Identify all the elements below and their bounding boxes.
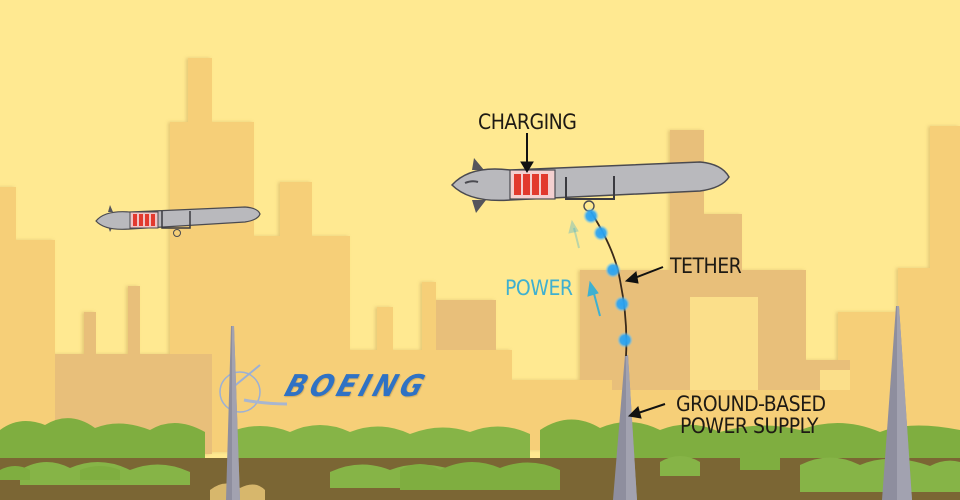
ground-supply-label-line2: POWER SUPPLY: [680, 414, 818, 438]
callout-arrows: [520, 133, 666, 419]
tether-nodes: [583, 208, 633, 348]
power-label: POWER: [505, 276, 573, 300]
bushes: [0, 418, 960, 500]
large-drone: [450, 158, 730, 213]
tether-label: TETHER: [670, 254, 742, 278]
small-drone: [95, 205, 261, 237]
boeing-logo-text: BOEING: [280, 369, 433, 404]
charging-label: CHARGING: [478, 110, 577, 134]
boeing-logo-mark: [219, 364, 288, 413]
power-arrows: [568, 219, 601, 317]
ground-supply-label-line1: GROUND-BASED: [676, 392, 826, 416]
